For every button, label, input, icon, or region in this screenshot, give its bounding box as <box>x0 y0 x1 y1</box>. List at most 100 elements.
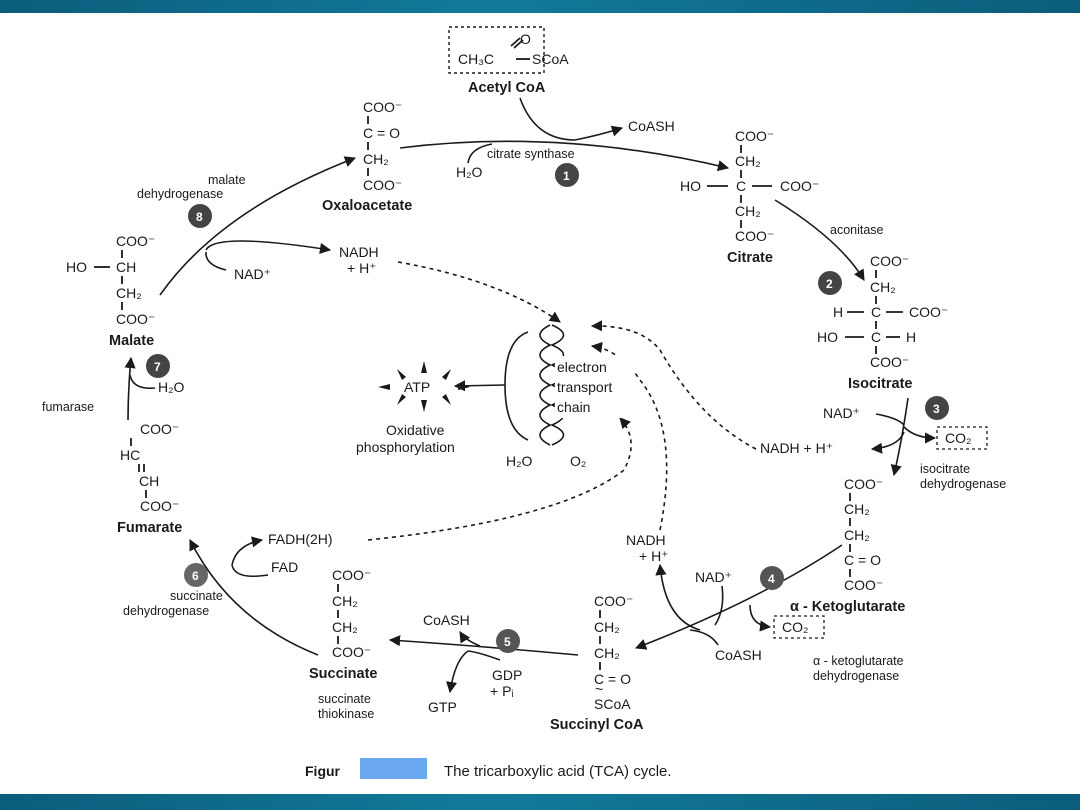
fumarate-name: Fumarate <box>117 520 182 536</box>
malate: COO⁻ HO CH CH₂ COO⁻ Malate <box>66 233 155 349</box>
step1-coash: CoASH <box>628 118 675 134</box>
succinate-name: Succinate <box>309 666 378 682</box>
step5-gtp: GTP <box>428 699 457 715</box>
citrate-line-3a: HO <box>680 178 701 194</box>
malate-line-3: CH₂ <box>116 285 142 301</box>
arrow-fad-in-6 <box>231 564 269 578</box>
step4-nad: NAD⁺ <box>695 569 732 585</box>
etc-coil-right <box>549 324 565 446</box>
arrow-oxaloacetate-to-citrate <box>399 140 730 172</box>
step3-nad: NAD⁺ <box>823 405 860 421</box>
isocitrate-line-3a: H <box>833 304 843 320</box>
succinyl-coa-line-3: CH₂ <box>594 645 620 661</box>
step-badge-1-number: 1 <box>563 169 570 183</box>
step4-co2: CO₂ <box>782 619 808 635</box>
arrow-fumarate-to-malate <box>124 356 136 421</box>
carbonyl-bond-2 <box>513 39 524 49</box>
step1-enzyme: citrate synthase <box>487 147 575 161</box>
isocitrate-line-4a: HO <box>817 329 838 345</box>
step6-enzyme-line-1: succinate <box>170 589 223 603</box>
acetyl-coa-oxygen: O <box>520 31 531 47</box>
alpha-ketoglutarate: COO⁻ CH₂ CH₂ C = O COO⁻ α - Ketoglutarat… <box>790 476 905 615</box>
oxaloacetate-name: Oxaloacetate <box>322 198 412 214</box>
arrow-co2-out-4 <box>749 604 772 632</box>
step-badge-7-number: 7 <box>154 360 161 374</box>
caption-prefix: Figur <box>305 763 341 779</box>
carbonyl-bond <box>510 37 521 47</box>
arrow-h2o-in-1 <box>467 143 493 164</box>
citrate-line-1: COO⁻ <box>735 128 774 144</box>
step-badge-5: 5 <box>496 629 520 653</box>
step6-fad: FAD <box>271 559 298 575</box>
step3-enzyme-line-1: isocitrate <box>920 462 970 476</box>
co2-box-4 <box>773 615 825 639</box>
arrow-coash-out <box>574 125 624 141</box>
etc-left-branch <box>504 331 529 441</box>
thioester-tilde: ~ <box>595 681 603 697</box>
oxidative-label-line-2: phosphorylation <box>356 439 455 455</box>
arrow-coash-in-4 <box>689 629 719 646</box>
succinate-line-4: COO⁻ <box>332 644 371 660</box>
ketoglutarate-line-2: CH₂ <box>844 501 870 517</box>
arrow-nadh-out-4 <box>655 563 701 631</box>
caption-highlight <box>360 758 427 779</box>
isocitrate-line-4b: C <box>871 329 881 345</box>
step5-gdp: GDP <box>492 667 522 683</box>
step4-enzyme-line-1: α - ketoglutarate <box>813 654 904 668</box>
dashed-arrow-step4-to-etc <box>590 341 668 531</box>
step5-pi: + Pᵢ <box>490 683 514 699</box>
dashed-arrow-step6-to-etc <box>367 417 632 541</box>
succinyl-coa-name: Succinyl CoA <box>550 717 644 733</box>
step-badge-2-number: 2 <box>826 277 833 291</box>
arrow-malate-to-oxaloacetate <box>159 156 357 296</box>
step-badge-8-number: 8 <box>196 210 203 224</box>
step7-enzyme: fumarase <box>42 400 94 414</box>
step2-enzyme: aconitase <box>830 223 884 237</box>
citrate: COO⁻ CH₂ HO C COO⁻ CH₂ COO⁻ Citrate <box>680 128 819 266</box>
etc-coil-left <box>539 324 552 446</box>
etc-oxygen: O₂ <box>570 453 586 469</box>
oxaloacetate-line-3: CH₂ <box>363 151 389 167</box>
step5-enzyme-line-1: succinate <box>318 692 371 706</box>
isocitrate-line-3b: C <box>871 304 881 320</box>
arrow-gdp-in-5 <box>467 650 501 661</box>
step-badge-4: 4 <box>760 566 784 590</box>
acetyl-coa-formula-left: CH₃C <box>458 51 494 67</box>
etc-label-line-1: electron <box>557 359 607 375</box>
oxidative-label-line-1: Oxidative <box>386 422 445 438</box>
ketoglutarate-line-5: COO⁻ <box>844 577 883 593</box>
succinyl-coa-line-2: CH₂ <box>594 619 620 635</box>
step8-enzyme-line-2: dehydrogenase <box>137 187 223 201</box>
succinyl-coa-line-1: COO⁻ <box>594 593 633 609</box>
ketoglutarate-line-4: C = O <box>844 552 881 568</box>
step5-enzyme-line-2: thiokinase <box>318 707 374 721</box>
arrow-succinate-to-fumarate <box>189 538 319 656</box>
arrow-gtp-out-5 <box>446 650 469 694</box>
arrow-fadh-out-6 <box>231 536 264 566</box>
step-badge-8: 8 <box>188 204 212 228</box>
isocitrate-line-2: CH₂ <box>870 279 896 295</box>
fumarate-line-3: CH <box>139 473 159 489</box>
step8-nadh-line-1: NADH <box>339 244 379 260</box>
atp-star: ATP <box>378 361 470 412</box>
acetyl-coa-box <box>448 26 545 74</box>
citrate-line-5: COO⁻ <box>735 228 774 244</box>
step-badge-3: 3 <box>925 396 949 420</box>
fumarate-line-2: HC <box>120 447 140 463</box>
oxaloacetate-line-4: COO⁻ <box>363 177 402 193</box>
succinate-line-1: COO⁻ <box>332 567 371 583</box>
step-badge-2: 2 <box>818 271 842 295</box>
arrow-acetylcoa-join <box>519 97 576 141</box>
ketoglutarate-name: α - Ketoglutarate <box>790 599 905 615</box>
dashed-arrow-step8-to-etc <box>397 261 561 323</box>
top-frame-bar <box>0 0 1080 13</box>
step4-coash: CoASH <box>715 647 762 663</box>
step-badge-5-number: 5 <box>504 635 511 649</box>
isocitrate-line-4c: H <box>906 329 916 345</box>
isocitrate-name: Isocitrate <box>848 376 912 392</box>
acetyl-coa: O CH₃C SCoA Acetyl CoA <box>448 26 569 96</box>
succinate-line-2: CH₂ <box>332 593 358 609</box>
step6-fadh: FADH(2H) <box>268 531 333 547</box>
citrate-line-2: CH₂ <box>735 153 761 169</box>
isocitrate-line-3c: COO⁻ <box>909 304 948 320</box>
